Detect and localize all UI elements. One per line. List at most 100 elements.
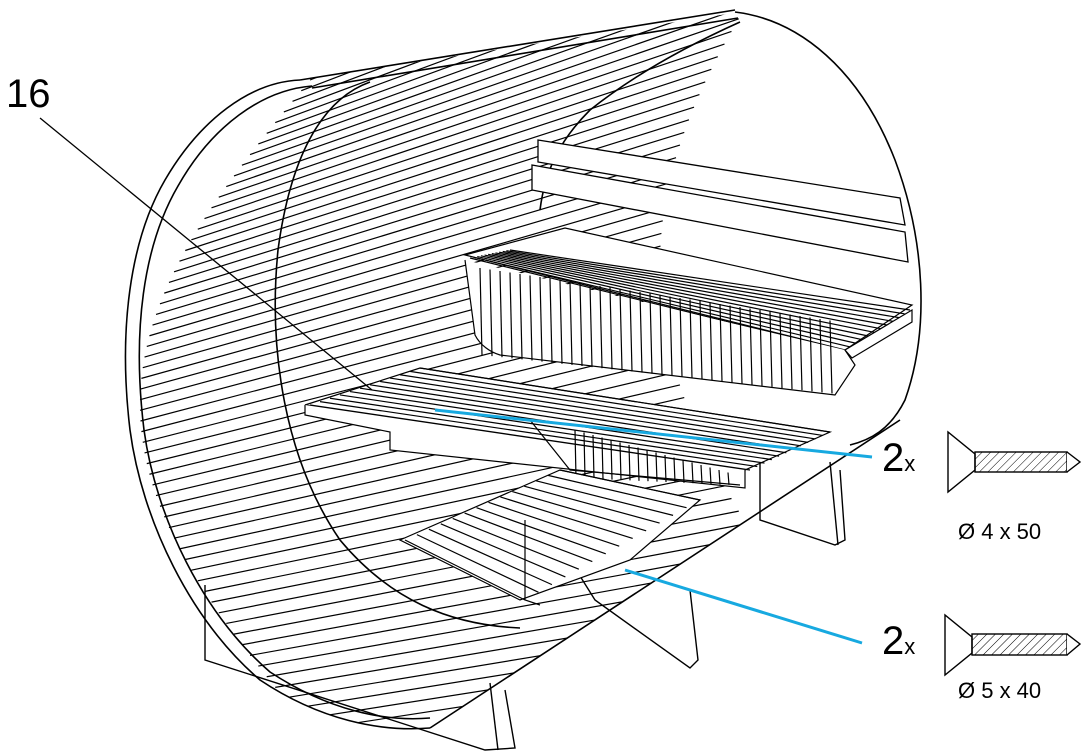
front-board-line xyxy=(529,275,533,361)
stave-line xyxy=(241,548,763,646)
bench-slat-line xyxy=(502,250,900,319)
screw-size-1: Ø 4 x 50 xyxy=(958,519,1042,544)
stave-line xyxy=(233,12,755,177)
front-board-line xyxy=(749,308,753,385)
support-legs xyxy=(204,455,846,751)
front-board-line xyxy=(709,467,712,485)
stave-line xyxy=(292,624,813,710)
bench-slat-line xyxy=(495,252,889,326)
floor-slat-line xyxy=(524,485,660,524)
stave-line xyxy=(168,119,690,284)
bench-slat-line xyxy=(359,387,787,454)
stave-line xyxy=(191,68,712,241)
stave-line xyxy=(283,611,804,699)
front-board-line xyxy=(499,270,503,358)
front-board-line xyxy=(509,272,513,359)
bench-slat-line xyxy=(339,394,772,461)
screw-size-2: Ø 5 x 40 xyxy=(958,678,1042,703)
bench-slat-line xyxy=(506,250,905,315)
front-board-line xyxy=(739,306,743,384)
front-board-line xyxy=(789,314,793,390)
bottom-edge xyxy=(429,419,901,729)
front-board-line xyxy=(729,305,733,383)
floor-slat-line xyxy=(440,523,566,578)
quantity-number: 2 xyxy=(882,619,905,663)
front-board-line xyxy=(819,318,823,393)
stave-line xyxy=(226,12,747,188)
front-board-line xyxy=(629,290,633,372)
screw-callout-lines xyxy=(434,408,873,645)
floor-slat-line xyxy=(428,528,553,586)
front-rim-outer xyxy=(124,79,431,730)
floor-slat-line xyxy=(464,512,593,563)
stave-line xyxy=(179,94,700,262)
front-board-line xyxy=(779,312,783,389)
leg-middle xyxy=(569,559,699,669)
stave-line xyxy=(218,18,739,198)
front-board-line xyxy=(727,472,730,485)
bench-slat-line xyxy=(480,255,867,342)
lower-bench xyxy=(304,367,833,489)
floor-slat-line xyxy=(476,507,606,555)
stave-line xyxy=(292,12,813,102)
bench-slat-line xyxy=(477,255,862,345)
stave-line xyxy=(197,56,718,230)
rear-ring xyxy=(734,11,922,446)
part-16-leader xyxy=(39,117,373,391)
front-board-line xyxy=(609,287,613,370)
backrest xyxy=(531,139,909,263)
front-board-line xyxy=(669,296,673,376)
bench-slat-line xyxy=(473,256,856,349)
screw-quantity-2: 2x xyxy=(882,619,915,664)
stave-line xyxy=(258,12,779,145)
bench-slat-line xyxy=(309,404,751,471)
front-board-line xyxy=(718,469,721,485)
front-board-line xyxy=(574,429,577,479)
bench-slat-line xyxy=(319,401,758,468)
quantity-suffix: x xyxy=(904,451,916,476)
stave-line xyxy=(241,12,763,166)
front-board-line xyxy=(579,282,583,367)
floor-grate xyxy=(398,469,702,606)
front-board-line xyxy=(829,320,833,394)
front-board-line xyxy=(637,447,640,481)
front-board-line xyxy=(719,303,723,382)
bench-slat-line xyxy=(409,370,823,437)
front-board-line xyxy=(673,457,676,483)
screw-5x40-icon xyxy=(944,613,1082,677)
stave-line xyxy=(173,106,695,273)
front-board-line xyxy=(689,299,693,379)
front-board-line xyxy=(709,302,713,381)
bench-slat-line xyxy=(329,397,765,464)
floor-slat-line xyxy=(536,480,674,516)
front-board-line xyxy=(583,432,586,479)
front-board-line xyxy=(479,267,483,356)
floor-slat-line xyxy=(559,469,701,501)
front-board-line xyxy=(619,442,622,481)
front-board-line xyxy=(639,291,643,373)
bench-slat-line xyxy=(498,251,894,323)
front-board-line xyxy=(489,269,493,357)
front-board-line xyxy=(655,452,658,482)
bench-slat-line xyxy=(419,367,831,433)
front-board-line xyxy=(679,297,683,378)
front-board-line xyxy=(659,294,663,375)
floor-slat-line xyxy=(512,490,647,532)
quantity-number: 2 xyxy=(882,436,905,480)
part-number-label: 16 xyxy=(6,72,51,116)
front-board-line xyxy=(699,300,703,380)
front-board-line xyxy=(759,309,763,386)
leg-front xyxy=(204,585,516,751)
front-board-line xyxy=(646,449,649,482)
bench-slat-line xyxy=(509,249,911,311)
stave-line xyxy=(191,460,712,571)
front-board-line xyxy=(628,444,631,481)
front-board-line xyxy=(539,276,543,362)
bench-slat-line xyxy=(379,380,801,447)
front-rim-inner xyxy=(138,85,431,720)
front-board-line xyxy=(619,288,623,371)
bench-slat-line xyxy=(399,374,816,440)
bench-slat-line xyxy=(389,377,809,443)
front-board-line xyxy=(769,311,773,387)
